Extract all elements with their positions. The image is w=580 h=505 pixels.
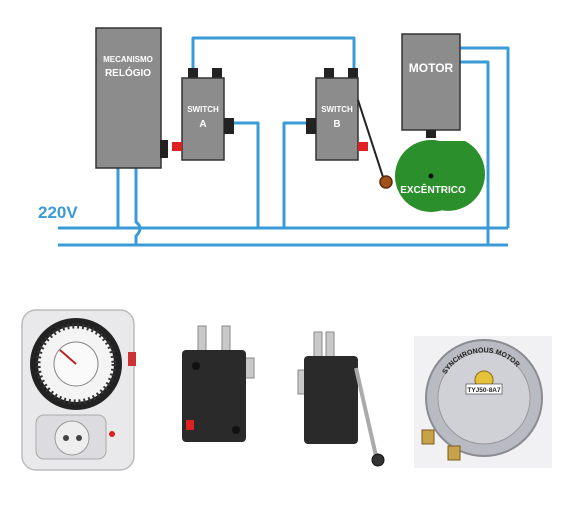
right-return-wire — [460, 46, 510, 228]
eccentric-cam: EXCÊNTRICO — [395, 140, 485, 212]
synchronous-motor-photo: SYNCHRONOUS MOTOR TYJ50-8A7 — [414, 336, 552, 468]
microswitch-photo — [182, 325, 255, 442]
switch-b-actuator — [358, 142, 368, 151]
motor-return-wire — [460, 60, 490, 245]
voltage-label: 220V — [38, 203, 78, 222]
switch-b: SWITCH B — [306, 68, 393, 189]
switch-b-label-line1: SWITCH — [321, 105, 353, 114]
wires — [58, 36, 510, 247]
timer-label-line2: RELÓGIO — [105, 66, 151, 79]
switch-b-label-line2: B — [333, 119, 340, 130]
switch-b-lead — [282, 121, 306, 228]
timer-drop-right — [134, 168, 142, 245]
timer-label-line1: MECANISMO — [103, 55, 153, 64]
switch-a: SWITCH A — [172, 68, 234, 161]
motor-label: MOTOR — [409, 61, 454, 75]
switch-a-label-line1: SWITCH — [187, 105, 219, 114]
switch-a-actuator — [172, 142, 182, 151]
switch-a-label-line2: A — [199, 119, 206, 130]
roller-switch-photo — [297, 331, 385, 467]
bridge-wire — [191, 36, 356, 78]
motor-model-text: TYJ50-8A7 — [467, 387, 501, 394]
switch-b-lever — [357, 99, 385, 181]
timer-photo — [21, 309, 136, 471]
switch-a-lead — [234, 121, 260, 228]
switch-b-roller — [379, 175, 393, 189]
motor: MOTOR — [401, 33, 461, 138]
timer-mechanism-box: MECANISMO RELÓGIO — [95, 27, 168, 169]
cam-label: EXCÊNTRICO — [400, 183, 466, 196]
